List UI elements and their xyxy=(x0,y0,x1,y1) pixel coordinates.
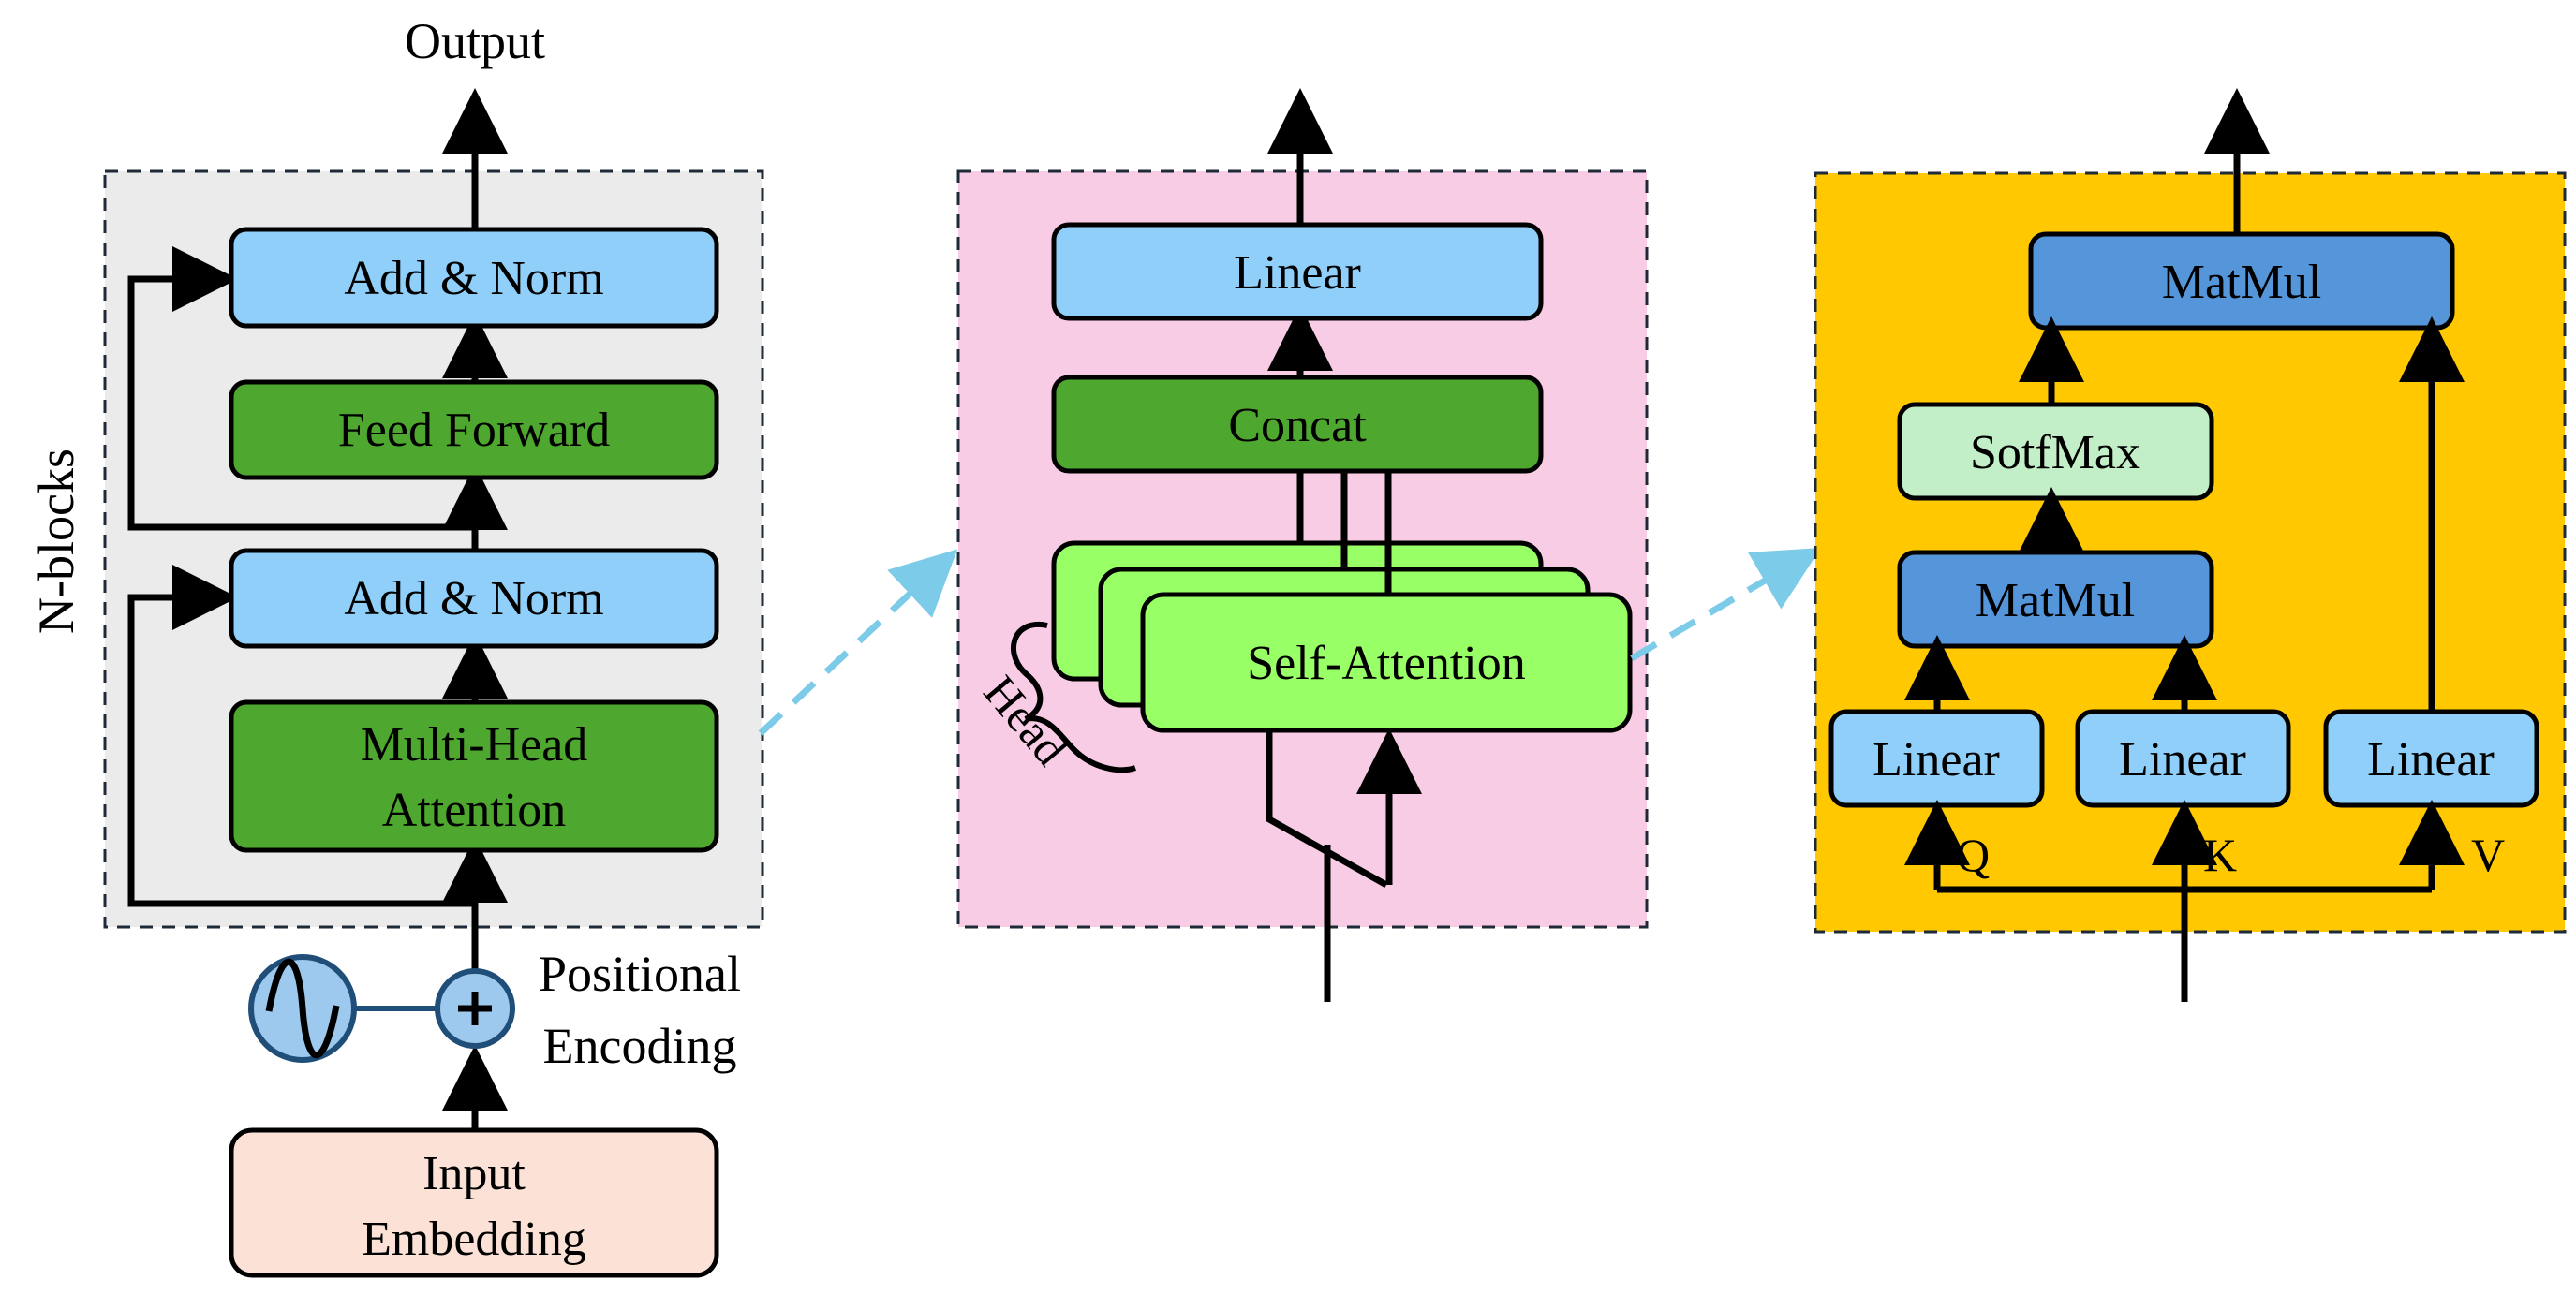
input-label-line2: Embedding xyxy=(362,1213,586,1266)
residual-bottom xyxy=(127,565,475,907)
linear-q-label: Linear xyxy=(1873,733,2000,787)
matmul-mid-label: MatMul xyxy=(1976,574,2135,627)
input-label-line1: Input xyxy=(422,1147,526,1200)
self-attention-label: Self-Attention xyxy=(1247,637,1526,690)
mh-fork xyxy=(1266,730,1388,889)
mha-label-line2: Attention xyxy=(382,784,566,837)
linear-block xyxy=(1051,222,1544,321)
softmax-label: SotfMax xyxy=(1970,426,2140,479)
head-brace xyxy=(1011,621,1136,773)
linear-v-label: Linear xyxy=(2367,733,2495,787)
feed-forward-block xyxy=(229,379,719,480)
matmul-mid-block xyxy=(1897,550,2214,649)
concat-label: Concat xyxy=(1228,399,1367,452)
dashed-link-2 xyxy=(1630,547,1822,662)
residual-top xyxy=(127,246,475,531)
positional-label-line2: Encoding xyxy=(543,1018,737,1074)
mha-label-line1: Multi-Head xyxy=(361,718,588,772)
add-norm-top-label: Add & Norm xyxy=(344,252,603,305)
matmul-top-block xyxy=(2028,231,2455,331)
multi-head-attention-block xyxy=(229,699,719,853)
linear-k-label: Linear xyxy=(2119,733,2246,787)
add-norm-bottom-block xyxy=(229,548,719,649)
sine-wave-curve xyxy=(265,958,340,1059)
v-label: V xyxy=(2471,829,2505,881)
linear-label: Linear xyxy=(1234,246,1361,300)
add-norm-top-block xyxy=(229,227,719,329)
add-norm-bottom-label: Add & Norm xyxy=(344,572,603,625)
input-embedding-block xyxy=(229,1127,719,1278)
output-label: Output xyxy=(405,13,545,69)
n-blocks-label: N-blocks xyxy=(28,449,84,634)
dashed-link-1 xyxy=(758,549,958,736)
q-label: Q xyxy=(1956,829,1990,881)
matmul-top-label: MatMul xyxy=(2162,256,2321,309)
positional-label-line1: Positional xyxy=(539,946,741,1002)
feed-forward-label: Feed Forward xyxy=(338,404,610,457)
k-label: K xyxy=(2203,829,2237,881)
